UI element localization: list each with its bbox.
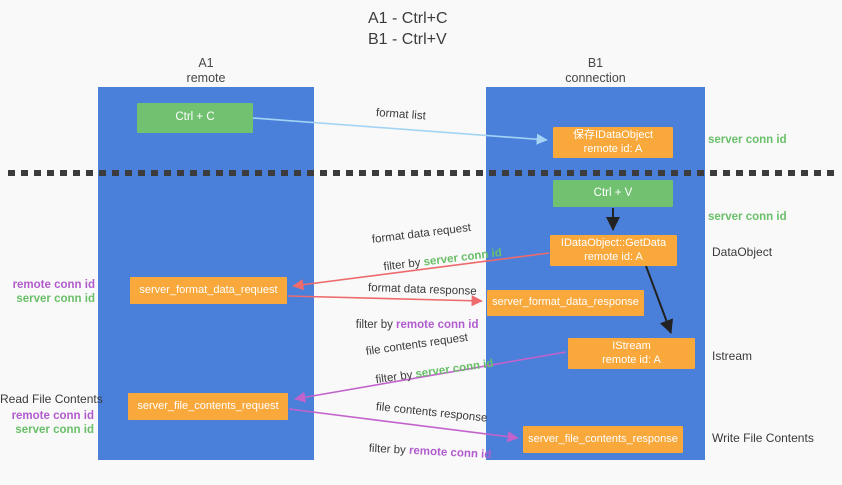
node-ctrl-v-label: Ctrl + V [593, 186, 633, 199]
node-ctrl-c-label: Ctrl + C [175, 111, 215, 124]
node-idataobject-getdata: IDataObject::GetData remote id: A [550, 235, 677, 266]
node-server-format-data-response: server_format_data_response [487, 290, 644, 316]
annotation-read-file-contents: Read File Contents [0, 392, 103, 406]
left-column-header: A1 remote [98, 56, 314, 86]
right-column-name: B1 [587, 56, 604, 70]
title-line-2: B1 - Ctrl+V [368, 31, 447, 48]
node-idataobject-getdata-line1: IDataObject::GetData [560, 237, 667, 249]
right-column-subtitle: connection [565, 71, 626, 85]
remote-conn-id-text: remote conn id [396, 319, 479, 331]
annotation-write-file-contents: Write File Contents [712, 431, 814, 445]
remote-conn-id-text: remote conn id [408, 444, 492, 462]
node-server-file-contents-request: server_file_contents_request [128, 393, 288, 420]
node-save-idataobject: 保存IDataObject remote id: A [553, 127, 673, 158]
diagram-title: A1 - Ctrl+C B1 - Ctrl+V [368, 8, 448, 50]
node-save-idataobject-line1: 保存IDataObject [572, 129, 654, 141]
node-server-file-contents-request-label: server_file_contents_request [137, 399, 279, 412]
annotation-remote-conn-id-1: remote conn id [12, 279, 95, 291]
server-conn-id-text: server conn id [422, 246, 503, 269]
filter-by-text: filter by [355, 319, 397, 331]
node-istream: IStream remote id: A [568, 338, 695, 369]
annotation-dataobject: DataObject [712, 245, 773, 259]
node-ctrl-v: Ctrl + V [553, 180, 673, 207]
filter-by-text: filter by [374, 368, 417, 387]
node-save-idataobject-line2: remote id: A [583, 142, 643, 155]
annotation-server-conn-id-top: server conn id [708, 134, 787, 146]
left-column-name: A1 [198, 56, 214, 70]
node-istream-line1: IStream [612, 340, 651, 352]
right-column-header: B1 connection [486, 56, 705, 86]
left-column-subtitle: remote [186, 71, 226, 85]
node-server-format-data-request-label: server_format_data_request [139, 283, 278, 296]
annotation-server-conn-id-1: server conn id [16, 293, 95, 305]
annotation-server-conn-id-mid: server conn id [708, 211, 787, 223]
annotation-remote-conn-id-2: remote conn id [11, 410, 94, 422]
node-ctrl-c: Ctrl + C [137, 103, 253, 133]
annotation-server-conn-id-2: server conn id [15, 424, 94, 436]
label-format-list: format list [375, 107, 427, 123]
label-file-contents-response: file contents response [375, 401, 488, 425]
node-server-format-data-request: server_format_data_request [130, 277, 287, 304]
label-format-data-response: format data response [367, 282, 477, 298]
node-istream-line2: remote id: A [602, 353, 661, 366]
node-server-file-contents-response: server_file_contents_response [523, 426, 683, 453]
server-conn-id-text: server conn id [414, 357, 495, 381]
node-server-file-contents-response-label: server_file_contents_response [528, 432, 678, 445]
title-line-1: A1 - Ctrl+C [368, 10, 448, 27]
node-server-format-data-response-label: server_format_data_response [492, 296, 639, 309]
node-idataobject-getdata-line2: remote id: A [584, 250, 643, 263]
label-filter-by-remote-conn-id-1: filter by remote conn id [343, 307, 479, 343]
filter-by-text: filter by [368, 442, 410, 457]
label-filter-by-remote-conn-id-2: filter by remote conn id [355, 430, 492, 473]
annotation-istream: Istream [712, 349, 753, 363]
filter-by-text: filter by [382, 256, 425, 274]
